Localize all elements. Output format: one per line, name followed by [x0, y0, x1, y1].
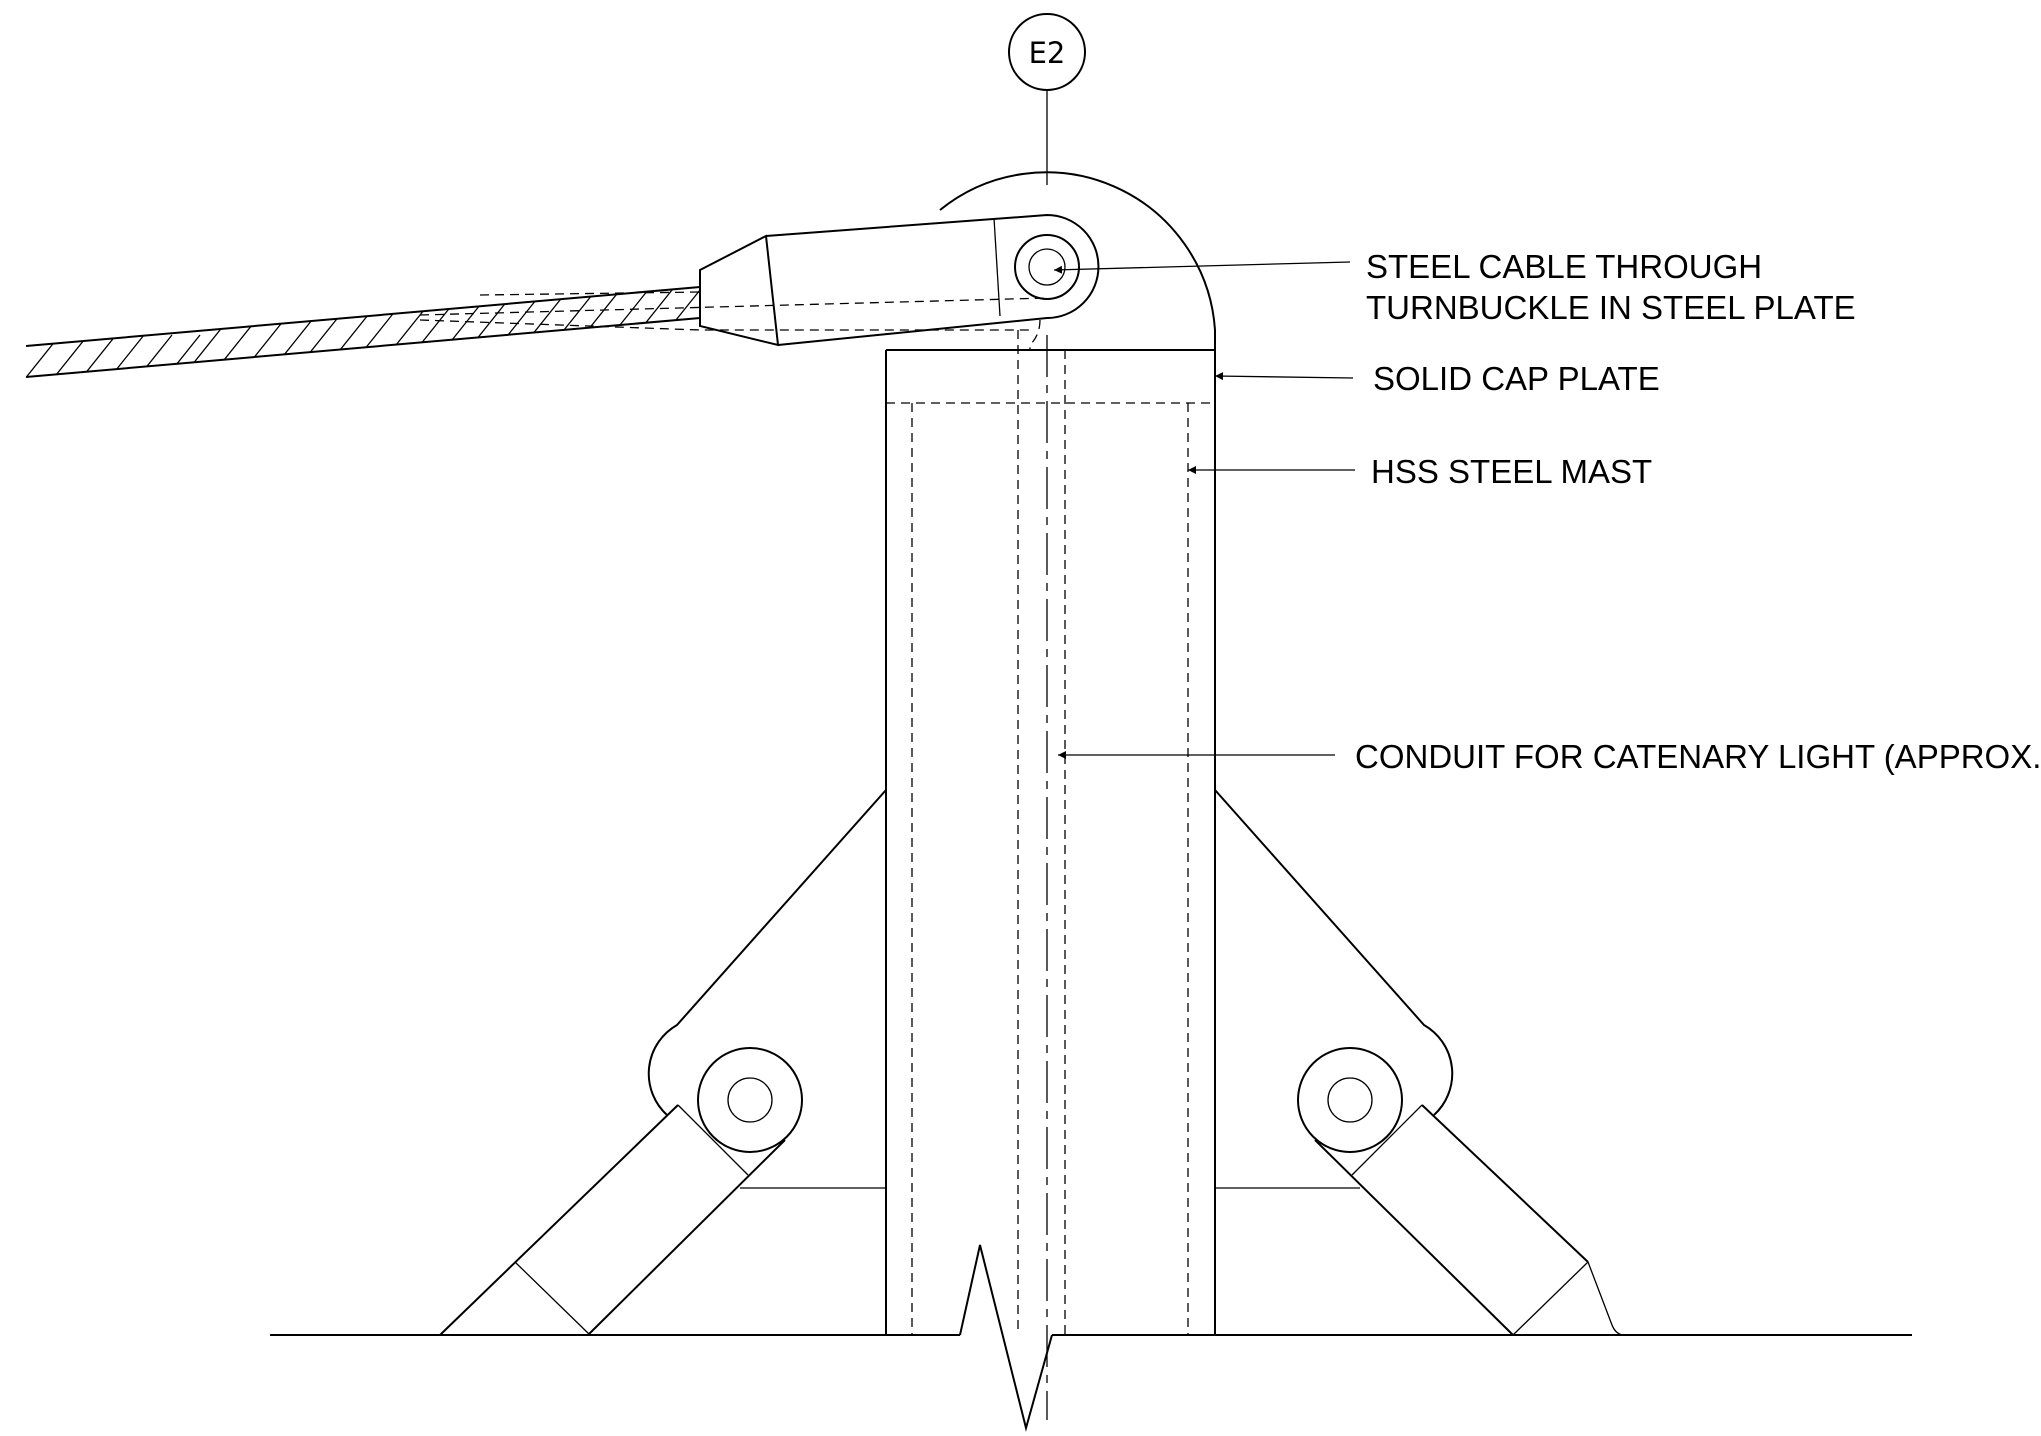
conduit [1017, 319, 1066, 1420]
leader-lines [1053, 261, 1355, 759]
leader-cable [1053, 261, 1351, 274]
steel-cable [25, 286, 1048, 378]
label-cap-plate: SOLID CAP PLATE [1373, 360, 1660, 397]
leader-cap-plate [1214, 372, 1354, 381]
turnbuckle [699, 213, 1100, 347]
left-brace [439, 789, 887, 1336]
right-brace [1214, 789, 1623, 1336]
hss-steel-mast [885, 350, 1216, 1335]
label-cable-line2: TURNBUCKLE IN STEEL PLATE [1366, 289, 1856, 326]
grid-bubble-e2: E2 [1008, 13, 1086, 91]
label-cable-line1: STEEL CABLE THROUGH [1366, 248, 1762, 285]
grid-tag-text: E2 [1029, 36, 1066, 70]
cap-plate [886, 171, 1216, 351]
label-mast: HSS STEEL MAST [1371, 453, 1652, 490]
ground-line [270, 1244, 1912, 1432]
label-conduit: CONDUIT FOR CATENARY LIGHT (APPROX.) [1355, 738, 2041, 775]
